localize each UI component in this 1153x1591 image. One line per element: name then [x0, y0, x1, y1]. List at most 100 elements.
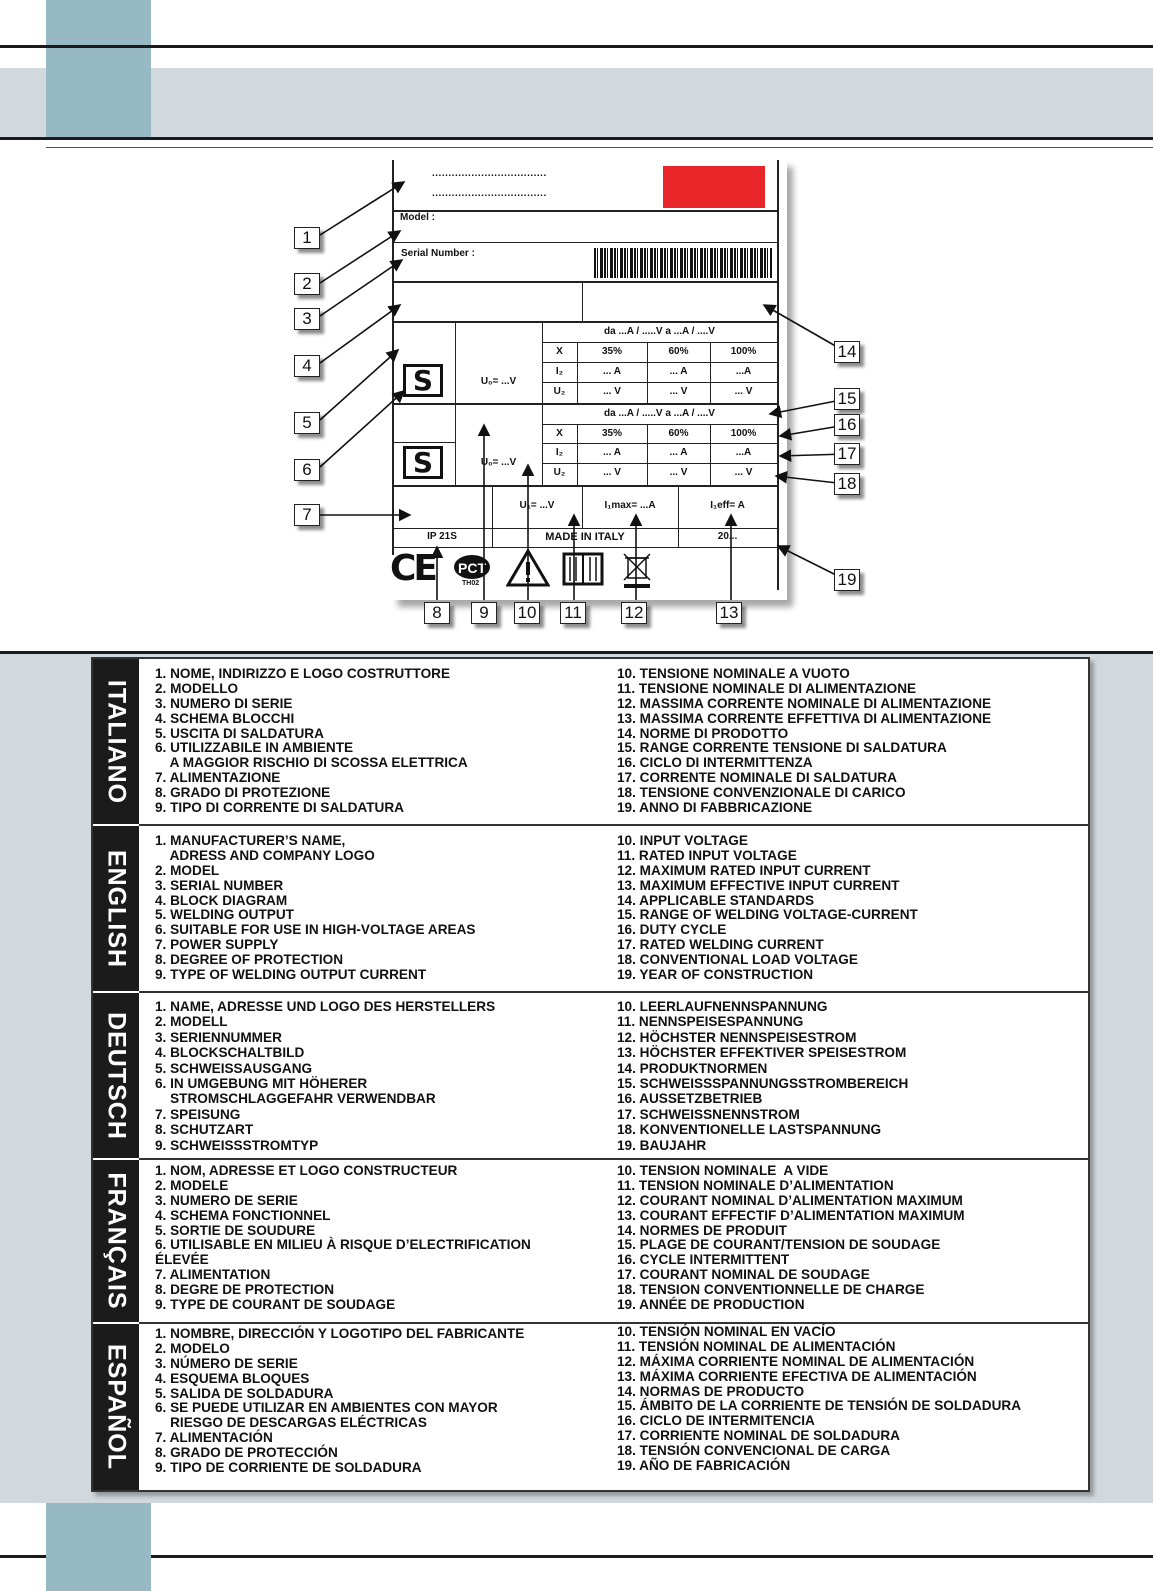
block2-x60: 60%	[668, 428, 689, 439]
svg-text:PCT: PCT	[458, 560, 486, 576]
legend-entry: 18. CONVENTIONAL LOAD VOLTAGE	[617, 952, 858, 968]
header-band	[0, 68, 1153, 140]
legend-entry: 8. GRADO DE PROTECCIÓN	[155, 1445, 338, 1461]
block1-u2-a: ... V	[603, 386, 621, 397]
legend-entry: 16. CYCLE INTERMITTENT	[617, 1252, 790, 1268]
legend-entry: A MAGGIOR RISCHIO DI SCOSSA ELETTRICA	[155, 755, 468, 771]
block2-i2-a: ... A	[603, 447, 621, 458]
legend-entry: 8. DEGREE OF PROTECTION	[155, 952, 344, 968]
lang-tab-deutsch: DEUTSCH	[93, 993, 139, 1158]
callout-10: 10	[514, 602, 540, 624]
legend-entry: 14. APPLICABLE STANDARDS	[617, 892, 815, 908]
legend-entry: 14. NORMAS DE PRODUCTO	[617, 1383, 805, 1399]
legend-entry: 16. DUTY CYCLE	[617, 922, 727, 938]
lang-label-francais: FRANÇAIS	[102, 1172, 131, 1310]
lang-label-espanol: ESPAÑOL	[102, 1344, 131, 1470]
block2-u2-c: ... V	[734, 467, 753, 478]
legend-divider	[139, 1322, 1088, 1324]
legend-entry: 2. MODELL	[155, 1014, 228, 1030]
made-in: MADE IN ITALY	[545, 531, 625, 543]
legend-entry: STROMSCHLAGGEFAHR VERWENDBAR	[155, 1091, 436, 1107]
legend-entry: 2. MODEL	[155, 862, 220, 878]
legend-entry: 17. COURANT NOMINAL DE SOUDAGE	[617, 1267, 870, 1283]
callout-12: 12	[621, 602, 647, 624]
legend-entry: 3. NÚMERO DE SERIE	[155, 1355, 298, 1371]
manufacturer-dots-2: ...................................	[432, 188, 547, 199]
top-rule	[0, 45, 1153, 48]
legend-entry: 4. BLOCK DIAGRAM	[155, 892, 288, 908]
legend-entry: 12. MÁXIMA CORRIENTE NOMINAL DE ALIMENTA…	[617, 1353, 975, 1369]
legend-entry: RIESGO DE DESCARGAS ELÉCTRICAS	[155, 1415, 427, 1431]
i1max-value: I₁max= ...A	[604, 500, 656, 511]
legend-entry: 2. MODELE	[155, 1177, 229, 1193]
legend-entry: 13. COURANT EFFECTIF D’ALIMENTATION MAXI…	[617, 1207, 965, 1223]
callout-6: 6	[294, 459, 320, 481]
callout-1: 1	[294, 227, 320, 249]
legend-entry: 13. HÖCHSTER EFFEKTIVER SPEISESTROM	[617, 1045, 907, 1061]
legend-entry: 12. MAXIMUM RATED INPUT CURRENT	[617, 862, 871, 878]
serial-barcode	[594, 248, 772, 278]
legend-entry: 9. TYPE OF WELDING OUTPUT CURRENT	[155, 967, 427, 983]
callout-8: 8	[424, 602, 450, 624]
callout-15: 15	[834, 388, 860, 410]
legend-entry: 6. IN UMGEBUNG MIT HÖHERER	[155, 1075, 368, 1091]
pct-mark-sub: ТН02	[462, 580, 480, 587]
legend-entry: 19. ANNÉE DE PRODUCTION	[617, 1297, 805, 1313]
block1-u0: U₀= ...V	[480, 376, 517, 387]
callout-2: 2	[294, 273, 320, 295]
legend-entry: 6. SUITABLE FOR USE IN HIGH-VOLTAGE AREA…	[155, 922, 476, 938]
legend-divider	[139, 1158, 1088, 1160]
model-label: Model :	[400, 212, 435, 223]
callout-11: 11	[560, 602, 586, 624]
block2-u0: U₀= ...V	[480, 457, 517, 468]
bottom-rule	[0, 1555, 1153, 1558]
legend-entry: 5. SORTIE DE SOUDURE	[155, 1222, 316, 1238]
legend-entry: 3. NUMERO DE SERIE	[155, 1192, 298, 1208]
legend-entry: 14. PRODUKTNORMEN	[617, 1060, 768, 1076]
block2-x-label: X	[556, 428, 563, 439]
legend-entry: 18. TENSIÓN CONVENCIONAL DE CARGA	[617, 1443, 891, 1459]
lang-label-english: ENGLISH	[102, 849, 131, 968]
legend-entry: 6. UTILISABLE EN MILIEU À RISQUE D’ELECT…	[155, 1237, 531, 1253]
footer-accent-bar	[46, 1503, 151, 1591]
legend-entry: 4. ESQUEMA BLOQUES	[155, 1370, 310, 1386]
manufacturer-dots-1: ...................................	[432, 168, 547, 179]
legend-entry: 10. TENSION NOMINALE A VIDE	[617, 1163, 829, 1178]
legend-entry: 14. NORME DI PRODOTTO	[617, 725, 789, 741]
legend-entry: 5. SALIDA DE SOLDADURA	[155, 1385, 334, 1401]
legend-entry: 9. TIPO DE CORRIENTE DE SOLDADURA	[155, 1460, 422, 1476]
legend-entry: 1. MANUFACTURER’S NAME,	[155, 833, 346, 848]
legend-entry: 7. POWER SUPPLY	[155, 937, 279, 953]
ce-mark-icon: CE	[390, 548, 438, 589]
block1-u2-label: U₂	[553, 386, 566, 397]
block2-u2-b: ... V	[669, 467, 688, 478]
legend-entry: 5. USCITA DI SALDATURA	[155, 725, 324, 741]
legend-entry: 11. NENNSPEISESPANNUNG	[617, 1014, 804, 1030]
header-accent-bar	[46, 0, 151, 140]
block1-i2-label: I₂	[555, 366, 564, 377]
lang-tab-francais: FRANÇAIS	[93, 1160, 139, 1322]
callout-19: 19	[834, 569, 860, 591]
legend-entry: 3. SERIENNUMMER	[155, 1029, 282, 1045]
legend-divider	[139, 991, 1088, 993]
legend-entry: 8. GRADO DI PROTEZIONE	[155, 785, 331, 801]
legend-entry: 13. MÁXIMA CORRIENTE EFECTIVA DE ALIMENT…	[617, 1368, 977, 1384]
block1-u2-b: ... V	[669, 386, 688, 397]
legend-entry: 8. DEGRE DE PROTECTION	[155, 1282, 335, 1298]
callout-18: 18	[834, 473, 860, 495]
legend-entry: 1. NOM, ADRESSE ET LOGO CONSTRUCTEUR	[155, 1163, 458, 1178]
legend-entry: 12. COURANT NOMINAL D’ALIMENTATION MAXIM…	[617, 1192, 963, 1208]
legend-entry: 1. NAME, ADRESSE UND LOGO DES HERSTELLER…	[155, 999, 496, 1014]
legend-entry: 8. SCHUTZART	[155, 1122, 254, 1138]
legend-entry: ÉLEVÉE	[155, 1252, 209, 1268]
callout-arrows	[319, 181, 847, 600]
block1-range: da ...A / .....V a ...A / ....V	[604, 326, 715, 337]
legend-entry: 4. SCHEMA BLOCCHI	[155, 710, 295, 726]
legend-entry: 16. AUSSETZBETRIEB	[617, 1091, 763, 1107]
legend-entry: 17. CORRENTE NOMINALE DI SALDATURA	[617, 770, 897, 786]
legend-entry: 16. CICLO DE INTERMITENCIA	[617, 1413, 815, 1429]
